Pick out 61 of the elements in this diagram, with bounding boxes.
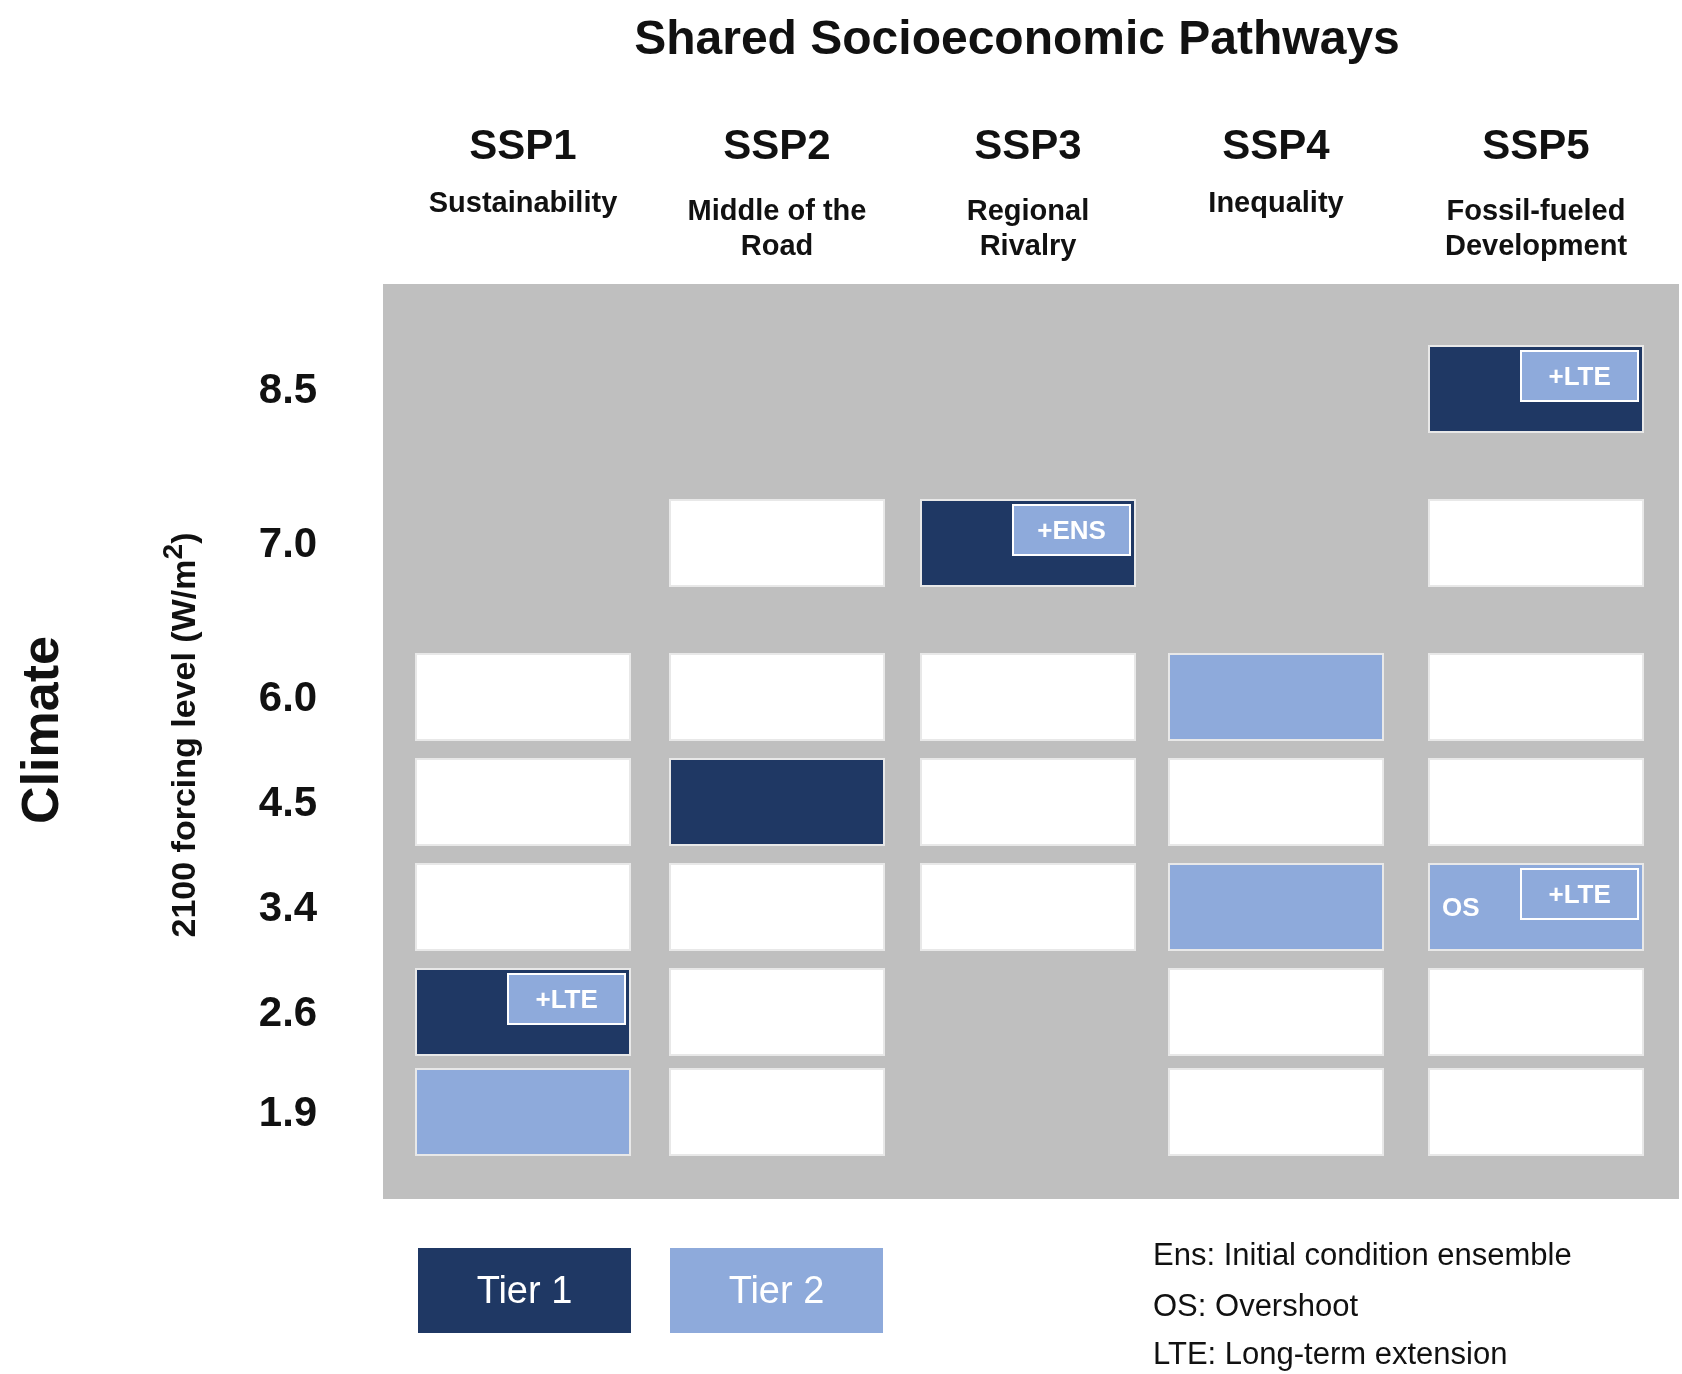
column-heading: SSP3 [974, 119, 1082, 170]
row-label: 2.6 [258, 986, 318, 1037]
scenario-cell [1428, 345, 1644, 433]
column-subheading: Sustainability [427, 184, 619, 220]
legend-text: Tier 1 [476, 1269, 573, 1312]
row-label: 3.4 [258, 881, 318, 932]
extension-tag [507, 973, 626, 1026]
row-label: 7.0 [258, 517, 318, 568]
scenario-cell [1428, 863, 1644, 951]
scenario-cell [415, 653, 631, 741]
column-subheading: Fossil-fueled Development [1443, 193, 1629, 263]
row-label: 8.5 [258, 363, 318, 414]
scenario-cell [669, 968, 885, 1056]
scenario-cell [1168, 653, 1384, 741]
scenario-cell [1428, 968, 1644, 1056]
scenario-cell [1168, 863, 1384, 951]
cell-text: +LTE [1548, 360, 1611, 392]
diagram-title: Shared Socioeconomic Pathways [634, 10, 1400, 67]
scenario-cell [669, 1068, 885, 1156]
cell-text: +LTE [535, 983, 598, 1015]
row-label: 6.0 [258, 671, 318, 722]
cell-text: +LTE [1548, 878, 1611, 910]
note-text: OS: Overshoot [1153, 1287, 1359, 1325]
scenario-cell [920, 758, 1136, 846]
scenario-cell [920, 653, 1136, 741]
column-heading: SSP5 [1482, 119, 1590, 170]
column-subheading: Middle of the Road [686, 193, 868, 263]
scenario-cell [669, 863, 885, 951]
scenario-cell [1428, 1068, 1644, 1156]
extension-tag [1520, 350, 1639, 403]
note-text: Ens: Initial condition ensemble [1153, 1236, 1572, 1274]
scenario-cell [669, 653, 885, 741]
column-heading: SSP2 [723, 119, 831, 170]
scenario-cell [1428, 758, 1644, 846]
axis-title: Climate [9, 636, 70, 824]
extension-tag [1520, 868, 1639, 921]
scenario-cell [415, 758, 631, 846]
scenario-cell [1428, 653, 1644, 741]
scenario-cell [920, 863, 1136, 951]
column-subheading: Regional Rivalry [965, 193, 1091, 263]
scenario-cell [415, 968, 631, 1056]
row-label: 4.5 [258, 776, 318, 827]
scenario-cell [1428, 499, 1644, 587]
note-text: LTE: Long-term extension [1153, 1335, 1508, 1373]
scenario-cell [1168, 1068, 1384, 1156]
scenario-cell [415, 863, 631, 951]
column-heading: SSP1 [469, 119, 577, 170]
scenario-cell [669, 758, 885, 846]
column-subheading: Inequality [1208, 184, 1344, 220]
scenario-cell [1168, 968, 1384, 1056]
row-label: 1.9 [258, 1086, 318, 1137]
grid-panel [383, 284, 1679, 1199]
extension-tag [1012, 504, 1131, 557]
scenario-cell [669, 499, 885, 587]
cell-text: +ENS [1037, 514, 1106, 546]
scenario-cell [415, 1068, 631, 1156]
legend-text: Tier 2 [728, 1269, 825, 1312]
cell-text: OS [1442, 891, 1480, 923]
column-heading: SSP4 [1222, 119, 1330, 170]
scenario-cell [920, 499, 1136, 587]
scenario-cell [1168, 758, 1384, 846]
